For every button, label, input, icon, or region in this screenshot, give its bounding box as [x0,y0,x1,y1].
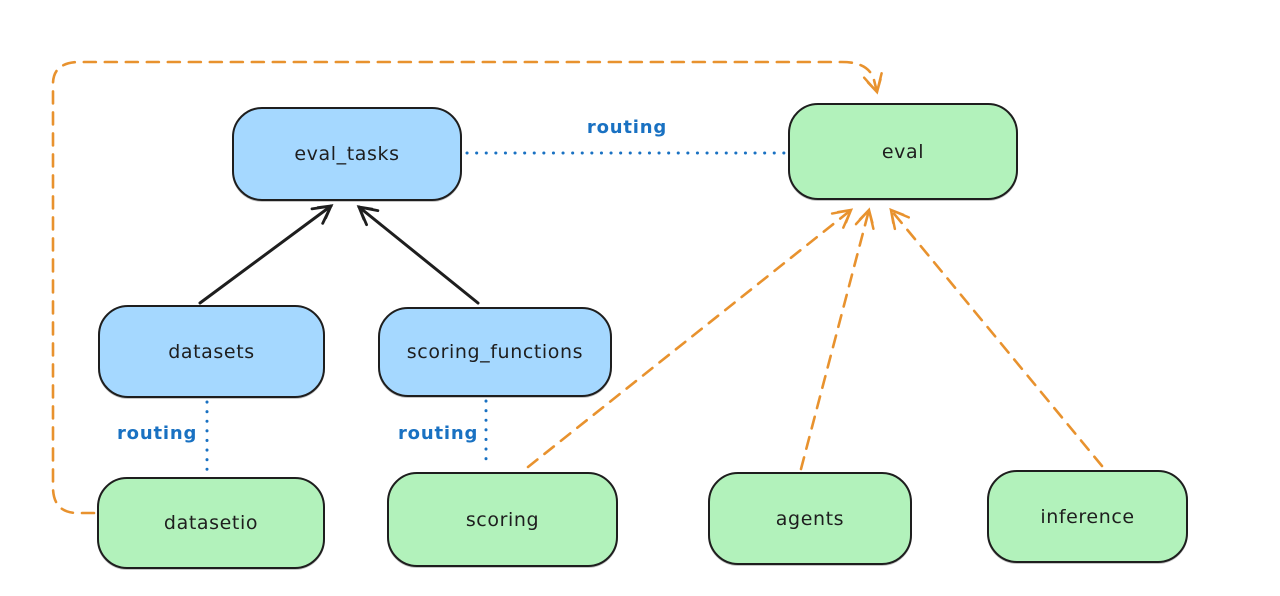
node-scoring-functions-label: scoring_functions [406,341,584,363]
node-datasets-label: datasets [168,340,255,363]
node-scoring-label: scoring [465,508,540,531]
edge-scoring-to-eval [526,208,854,469]
node-agents: agents [708,472,912,565]
node-inference: inference [987,470,1188,563]
edge-scoring_functions-to-eval_tasks [356,205,480,305]
edge-agents-to-eval [799,207,875,471]
node-agents-label: agents [775,507,845,530]
routing-label-scoring_functions-scoring: routing [398,423,479,444]
node-eval-tasks: eval_tasks [232,107,462,201]
node-eval-tasks-label: eval_tasks [294,143,400,165]
edge-datasetio-to-eval [51,60,883,515]
edge-datasets-to-eval_tasks [198,204,334,305]
node-datasetio-label: datasetio [163,512,259,534]
node-scoring: scoring [387,472,618,567]
node-eval: eval [788,103,1018,200]
node-datasets: datasets [98,305,325,398]
node-eval-label: eval [881,140,925,163]
node-datasetio: datasetio [97,477,325,569]
routing-label-eval_tasks-eval: routing [586,117,668,138]
routing-label-datasets-datasetio: routing [117,423,198,444]
node-scoring-functions: scoring_functions [378,307,612,397]
node-inference-label: inference [1040,505,1135,528]
edge-inference-to-eval [889,207,1104,468]
